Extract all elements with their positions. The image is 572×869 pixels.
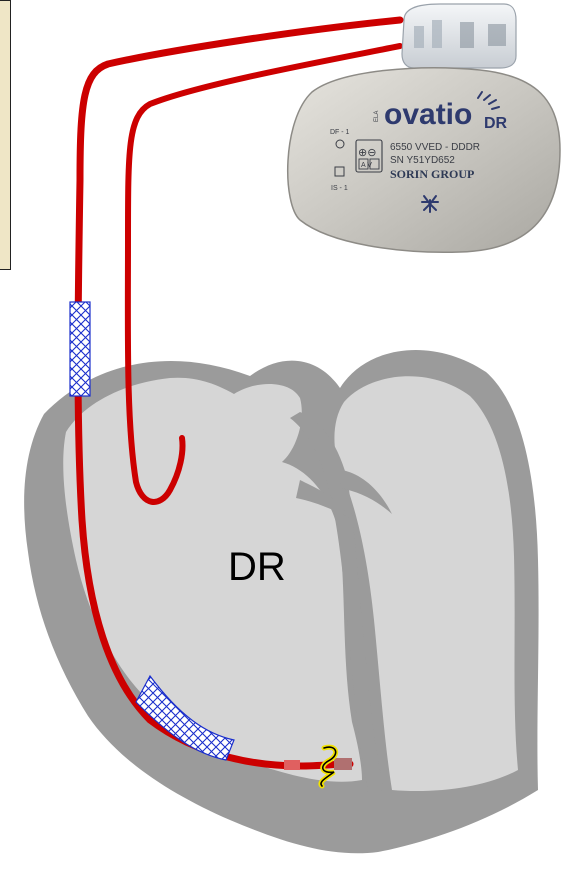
- pacemaker-device: ELA ovatio DR DF - 1 IS - 1 ⊕⊖ A V 6550 …: [288, 4, 560, 252]
- manufacturer-label: SORIN GROUP: [390, 167, 474, 181]
- port-bottom-label: IS - 1: [331, 185, 348, 192]
- brand-prefix: ELA: [374, 111, 380, 122]
- header-port-2: [432, 20, 442, 48]
- port-letters: A V: [361, 162, 372, 169]
- serial-line: SN Y51YD652: [390, 155, 455, 166]
- ring-electrode: [284, 760, 300, 770]
- brand-suffix: DR: [484, 115, 508, 132]
- svc-coil: [70, 302, 90, 396]
- brand-name: ovatio: [384, 98, 472, 131]
- heart: DR: [24, 350, 538, 853]
- port-top-label: DF - 1: [330, 129, 350, 136]
- heart-label: DR: [228, 545, 286, 589]
- note-panel: [0, 0, 11, 270]
- header-port-3: [460, 22, 474, 48]
- header-port-4: [488, 24, 506, 46]
- polarity-symbols: ⊕⊖: [358, 147, 376, 159]
- model-line: 6550 VVED - DDDR: [390, 142, 480, 153]
- tip-electrode: [334, 758, 352, 770]
- header-port-1: [414, 26, 424, 48]
